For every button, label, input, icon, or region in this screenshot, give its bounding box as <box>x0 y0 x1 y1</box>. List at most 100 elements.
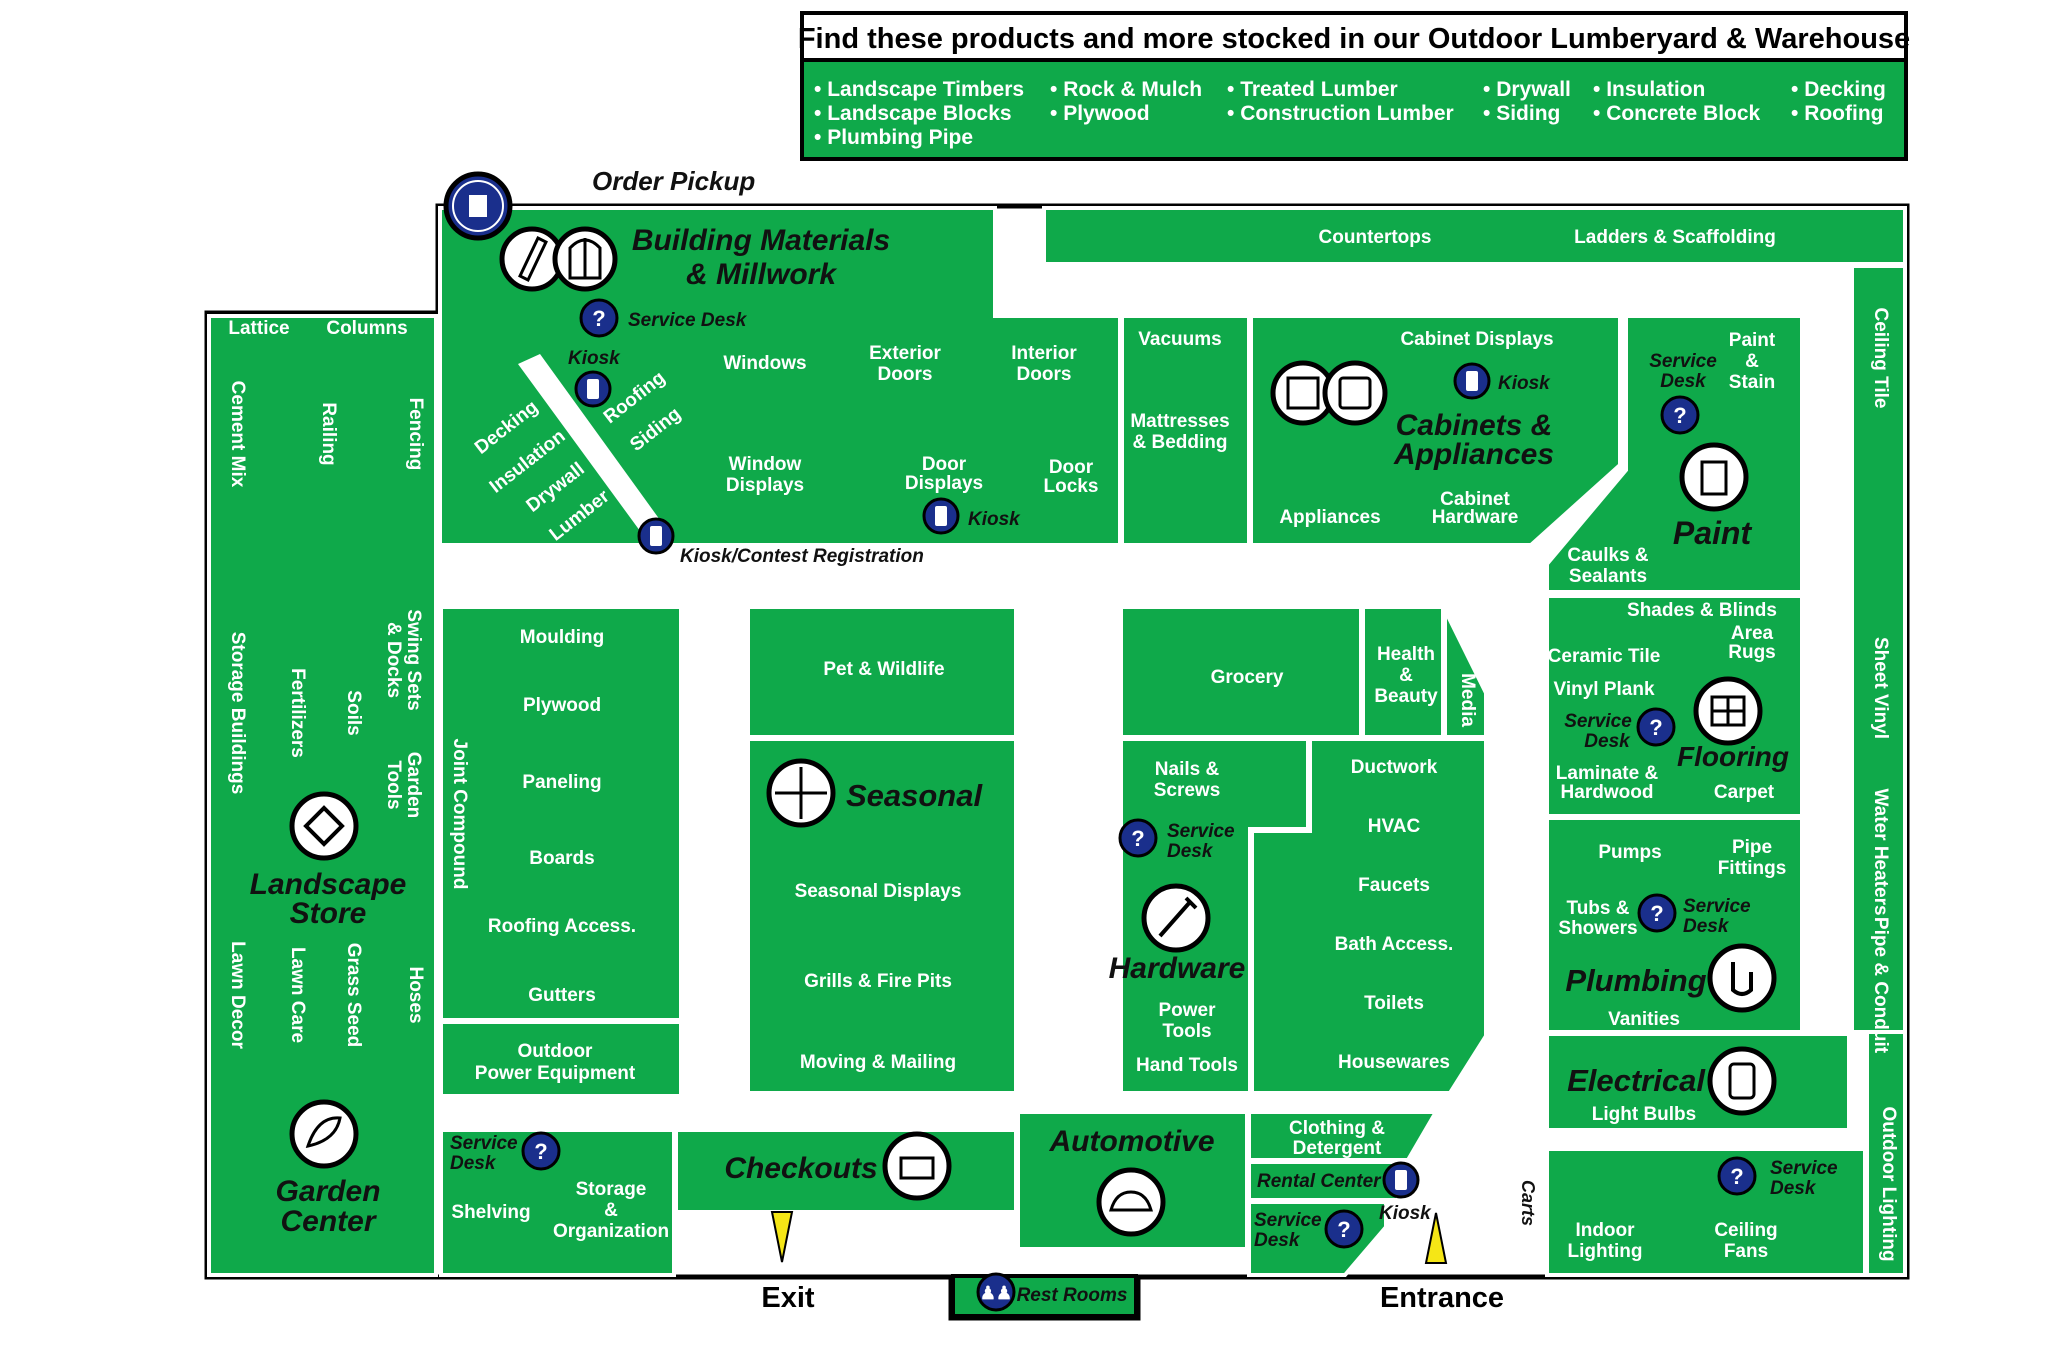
service-desk-label: Service <box>1770 1158 1838 1179</box>
tubs-label: Tubs & <box>1567 898 1630 919</box>
kiosk-icon[interactable] <box>574 370 612 408</box>
appliances-label: Appliances <box>1279 507 1380 528</box>
kiosk-label: Kiosk <box>568 348 621 369</box>
help-icon[interactable]: ? <box>1637 893 1677 933</box>
ceiling-fans-label-2: Fans <box>1724 1241 1768 1262</box>
zone-moulding <box>439 605 683 1022</box>
health-label: Health <box>1377 644 1435 665</box>
kiosk-icon[interactable] <box>1382 1161 1420 1199</box>
dept-titles: Order Pickup Building Materials & Millwo… <box>250 166 1789 1306</box>
building-title-2: & Millwork <box>686 258 837 291</box>
help-icon[interactable]: ? <box>1660 395 1700 435</box>
help-icon[interactable]: ? <box>1118 818 1158 858</box>
restrooms-outline <box>951 1274 1138 1318</box>
sheet-vinyl-label: Sheet Vinyl <box>1870 637 1891 739</box>
zone-right-wall <box>1850 264 1907 1034</box>
legend-item: • Rock & Mulch <box>1050 78 1202 101</box>
hardware-title: Hardware <box>1109 952 1246 985</box>
outlet-icon-glyph <box>1728 1062 1756 1100</box>
health-label-3: Beauty <box>1374 686 1438 707</box>
power-tools-label: Power <box>1158 1000 1216 1021</box>
garden-title: Garden <box>275 1175 380 1208</box>
section-labels: Countertops Ladders & Scaffolding Lattic… <box>227 227 1899 1262</box>
swing-sets-label-2: & Docks <box>383 622 404 698</box>
health-label-2: & <box>1399 665 1413 686</box>
seasonal-displays-label: Seasonal Displays <box>795 881 962 902</box>
zone-outdoor-power <box>439 1020 683 1098</box>
help-icon[interactable]: ? <box>1636 707 1676 747</box>
appliance-icon <box>1322 360 1388 426</box>
mattresses-label: Mattresses <box>1130 411 1229 432</box>
service-desk-label: Service Desk <box>628 310 748 331</box>
service-desk-label-2: Desk <box>1167 841 1214 862</box>
paint-title: Paint <box>1673 515 1753 551</box>
service-desk-label-2: Desk <box>1683 916 1730 937</box>
paneling-label: Paneling <box>522 772 601 793</box>
register-icon <box>882 1131 952 1201</box>
lattice-label: Lattice <box>228 318 289 339</box>
cabinet-hardware-label: Cabinet <box>1440 489 1510 510</box>
building-title: Building Materials <box>632 224 890 257</box>
columns-label: Columns <box>326 318 407 339</box>
window-displays-label: Window <box>729 454 802 475</box>
laminate-label: Laminate & <box>1556 763 1659 784</box>
entrance-arrow-icon <box>1424 1212 1448 1264</box>
svg-text:?: ? <box>1131 826 1144 851</box>
shelving-label: Shelving <box>451 1202 530 1223</box>
kiosk-icon[interactable] <box>1453 362 1491 400</box>
garden-tools-label-2: Tools <box>383 760 404 809</box>
garden-tools-label: Garden <box>403 752 424 819</box>
legend-item: • Construction Lumber <box>1227 102 1454 125</box>
zone-health <box>1361 605 1445 739</box>
indoor-lighting-label: Indoor <box>1575 1220 1635 1241</box>
outdoor-power-label-2: Power Equipment <box>475 1063 636 1084</box>
help-icon[interactable]: ? <box>1324 1209 1364 1249</box>
outdoor-power-label: Outdoor <box>518 1041 594 1062</box>
dept-icons: ♟♟ <box>289 171 1777 1312</box>
service-desk-label: Service <box>1683 896 1751 917</box>
zone-vacuums <box>1120 314 1251 547</box>
tubs-label-2: Showers <box>1558 918 1637 939</box>
grass-seed-label: Grass Seed <box>343 943 364 1048</box>
appliance-icon-glyph <box>1338 376 1372 410</box>
interior-doors-label-2: Doors <box>1017 364 1072 385</box>
exterior-doors-label: Exterior <box>869 343 941 364</box>
legend-item: • Treated Lumber <box>1227 78 1398 101</box>
soils-label: Soils <box>343 690 364 735</box>
joint-compound-label: Joint Compound <box>449 739 470 890</box>
order-pickup-label[interactable]: Order Pickup <box>592 166 755 196</box>
service-desk-label: Service <box>1649 351 1717 372</box>
kiosk-icons <box>574 362 1491 1199</box>
car-icon-glyph <box>1109 1190 1153 1212</box>
storage-label-2: & <box>604 1200 618 1221</box>
caulks-label-2: Sealants <box>1569 566 1647 587</box>
legend-item: • Drywall <box>1483 78 1571 101</box>
register-icon-glyph <box>899 1156 935 1180</box>
cabinet-displays-label: Cabinet Displays <box>1400 329 1553 350</box>
window-icon-glyph <box>568 238 602 280</box>
service-desk-label: Service <box>1167 821 1235 842</box>
kiosk-icon[interactable] <box>922 497 960 535</box>
seasonal-title: Seasonal <box>846 778 984 813</box>
kiosk-icon[interactable] <box>637 517 675 555</box>
help-icon[interactable]: ? <box>579 298 619 338</box>
zone-electrical <box>1545 1032 1851 1132</box>
landscape-icon <box>289 791 359 861</box>
pipe-conduit-label: Pipe & Conduit <box>1870 917 1891 1054</box>
indoor-lighting-label-2: Lighting <box>1568 1241 1643 1262</box>
legend-item: • Plumbing Pipe <box>814 126 973 149</box>
help-icon[interactable]: ? <box>521 1131 561 1171</box>
legend-item: • Plywood <box>1050 102 1150 125</box>
garden-title-2: Center <box>280 1205 377 1238</box>
help-icon[interactable]: ? <box>1717 1156 1757 1196</box>
checkouts-title: Checkouts <box>724 1152 877 1185</box>
service-desk-label-2: Desk <box>1770 1178 1817 1199</box>
zone-grocery <box>1119 605 1363 739</box>
plumbing-title: Plumbing <box>1565 963 1706 998</box>
svg-text:?: ? <box>592 306 605 331</box>
electrical-title: Electrical <box>1567 1063 1706 1098</box>
interior-doors-label: Interior <box>1011 343 1077 364</box>
car-icon <box>1096 1167 1166 1237</box>
windows-label: Windows <box>723 353 806 374</box>
